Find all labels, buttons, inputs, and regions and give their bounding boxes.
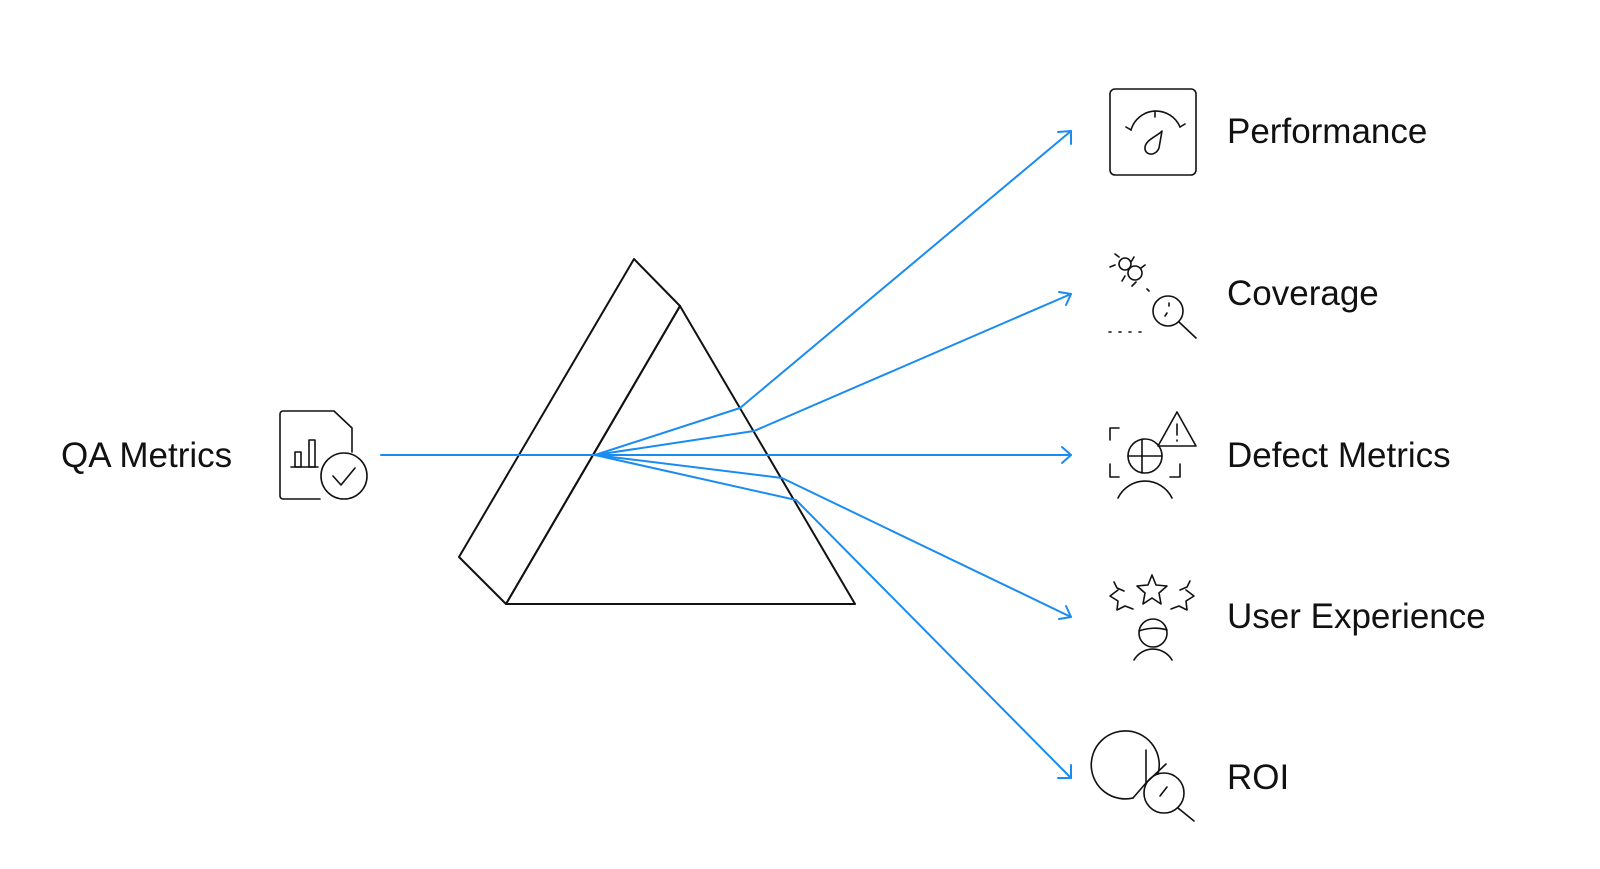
prism-shape	[458, 258, 856, 605]
arrowhead-coverage-icon	[1058, 291, 1072, 306]
pie-chart-magnifier-icon	[1090, 730, 1195, 822]
output-label-user-experience: User Experience	[1227, 597, 1486, 636]
user-warning-scan-icon	[1109, 411, 1197, 499]
arrowhead-roi-icon	[1057, 764, 1072, 779]
output-label-defect-metrics: Defect Metrics	[1227, 436, 1451, 475]
ray-coverage	[594, 293, 1072, 456]
source-label-qa-metrics: QA Metrics	[61, 436, 233, 475]
light-rays	[380, 130, 1072, 779]
arrowhead-performance-icon	[1057, 130, 1072, 145]
document-chart-check-icon	[279, 410, 368, 500]
user-stars-rating-icon	[1109, 574, 1195, 661]
ray-performance	[594, 130, 1072, 456]
bug-magnifier-icon	[1108, 253, 1197, 339]
output-label-coverage: Coverage	[1227, 274, 1379, 313]
arrowhead-user-experience-icon	[1058, 605, 1072, 620]
output-label-roi: ROI	[1227, 758, 1290, 797]
ray-user-experience	[594, 454, 1072, 618]
arrowhead-defect-metrics-icon	[1061, 446, 1072, 464]
ray-roi	[594, 454, 1072, 779]
output-label-performance: Performance	[1227, 112, 1428, 151]
speedometer-gauge-icon	[1109, 88, 1197, 176]
